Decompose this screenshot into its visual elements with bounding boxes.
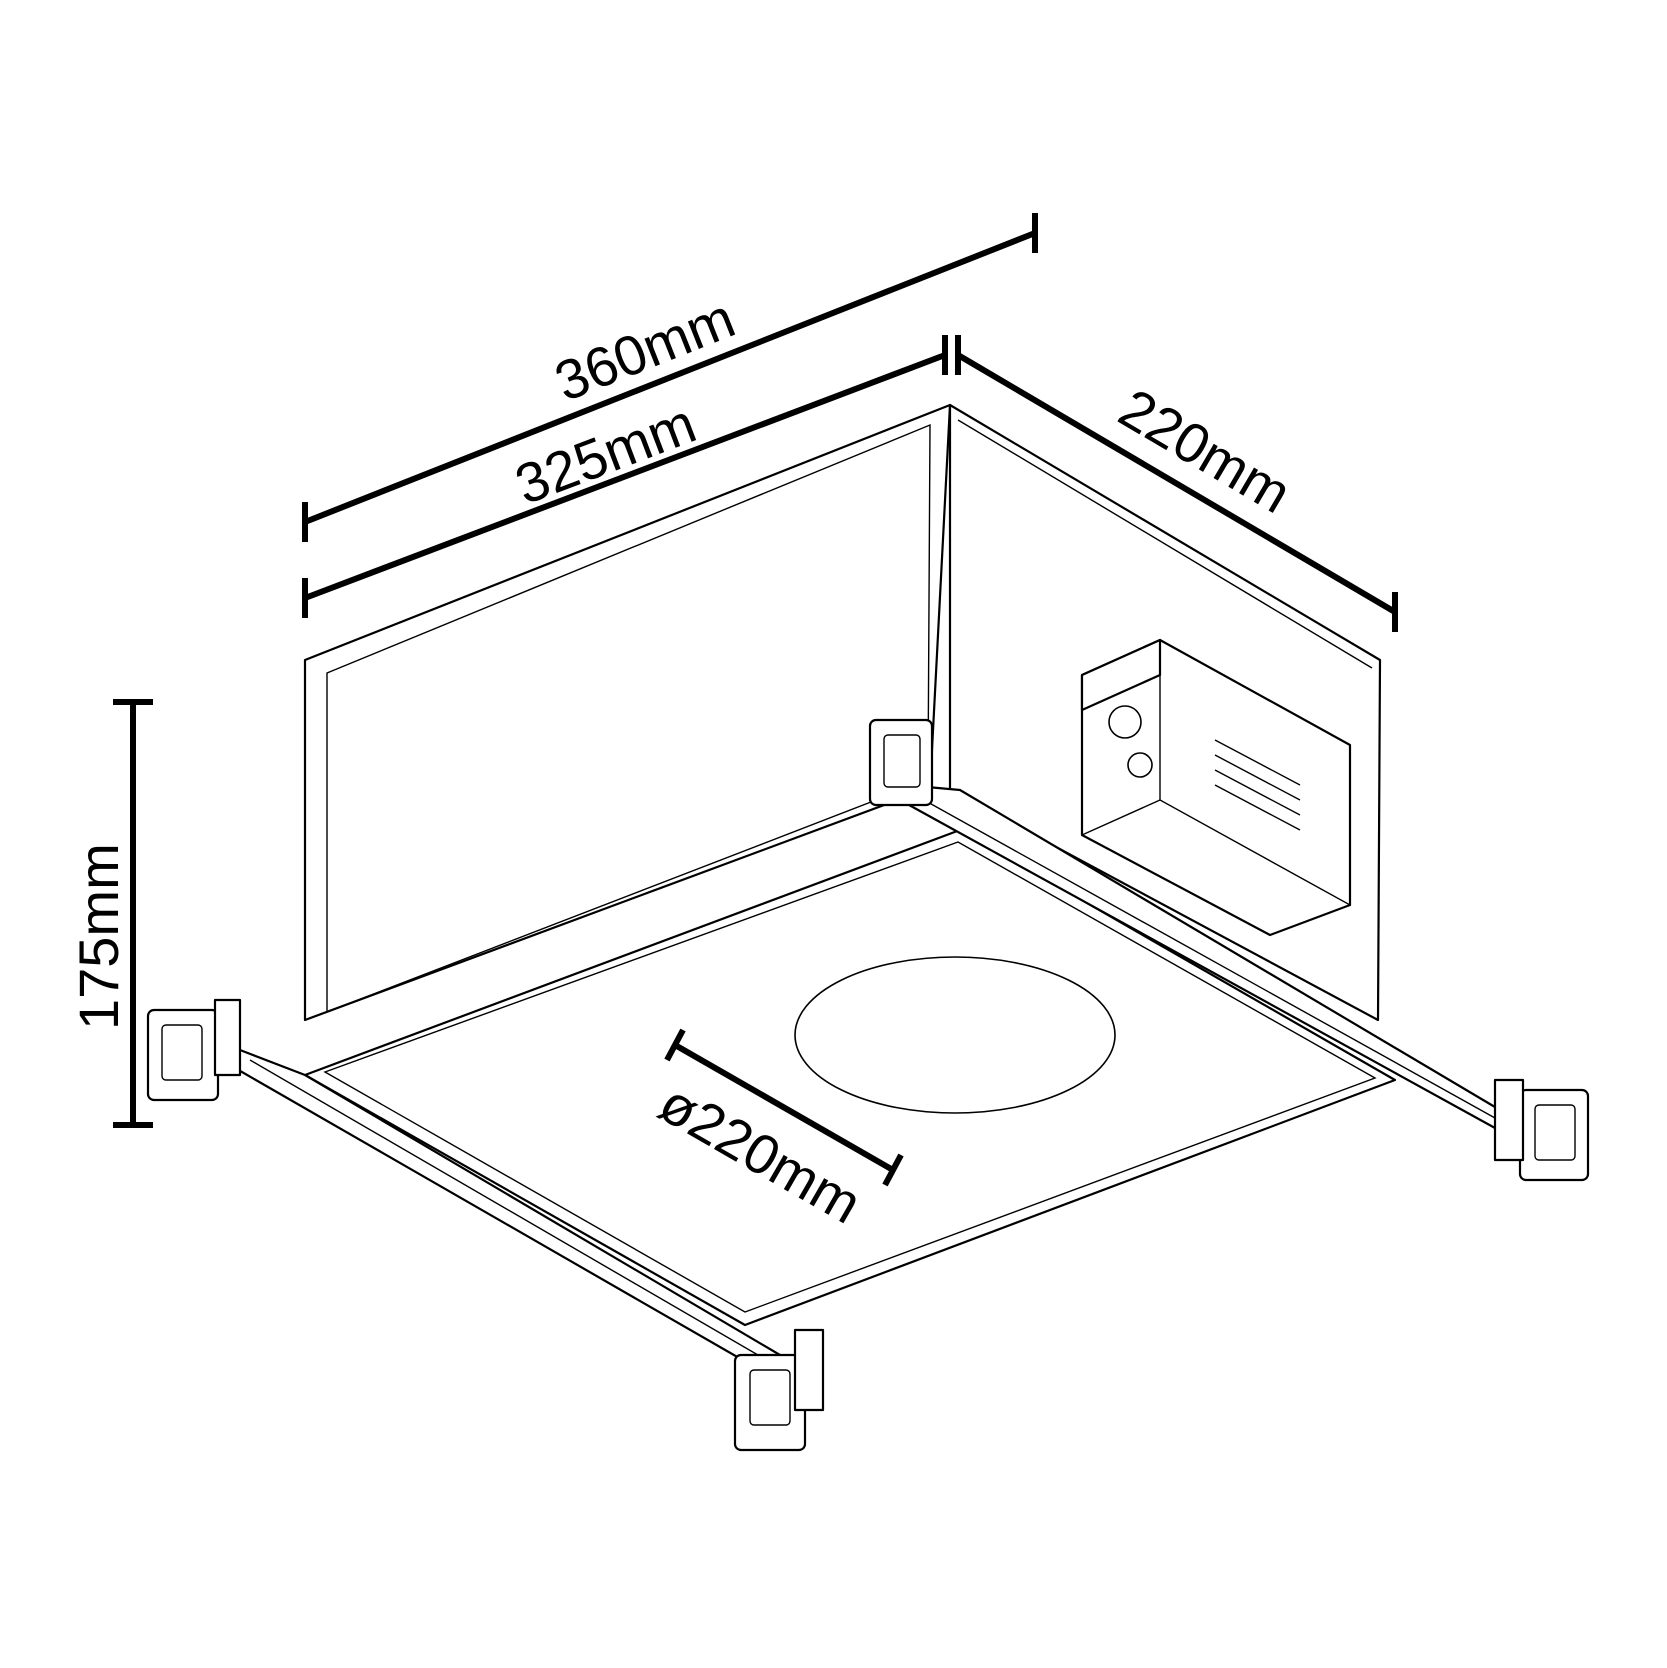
dimension-width (955, 335, 1398, 632)
dimension-height (113, 699, 153, 1128)
bar-hanger-clip-back-left (868, 718, 934, 807)
bar-hanger-clip-left (146, 998, 242, 1102)
dimension-cutout-diameter (664, 1028, 904, 1187)
overall-length-label: 360mm (546, 286, 743, 413)
junction-box-label (1214, 739, 1301, 831)
bar-hanger-clip-right (1493, 1078, 1590, 1182)
dimension-overall-length (302, 213, 1038, 542)
junction-box (1080, 638, 1352, 937)
housing-length-label: 325mm (507, 391, 704, 516)
ceiling-plate (303, 828, 1397, 1327)
dimension-housing-length (302, 335, 948, 618)
bar-hanger-clip-front (733, 1328, 825, 1452)
cutout-hole (794, 956, 1116, 1114)
height-label: 175mm (67, 843, 130, 1030)
